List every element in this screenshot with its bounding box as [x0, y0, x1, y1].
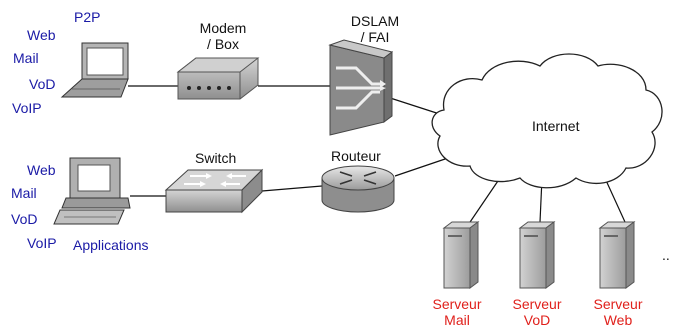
label-dslam-line1: DSLAM	[350, 13, 400, 29]
label-server-web: Serveur Web	[585, 296, 651, 328]
router-icon	[321, 165, 395, 213]
server-vod-icon	[518, 221, 556, 289]
laptop-icon	[60, 42, 129, 98]
label-switch: Switch	[195, 150, 237, 166]
label-desktop-mail: Mail	[11, 185, 37, 201]
label-server-vod: Serveur VoD	[504, 296, 570, 328]
label-server-mail-line1: Serveur	[432, 296, 482, 312]
internet-cloud	[431, 53, 663, 189]
label-laptop-mail: Mail	[13, 50, 39, 66]
label-dslam: DSLAM / FAI	[340, 13, 410, 45]
link-router-internet	[394, 157, 449, 177]
label-server-web-line2: Web	[603, 312, 633, 328]
desktop-computer-icon	[53, 157, 131, 225]
dslam-icon	[328, 39, 394, 136]
label-server-vod-line1: Serveur	[512, 296, 562, 312]
link-switch-router	[261, 185, 323, 192]
server-mail-icon	[442, 221, 480, 289]
label-router: Routeur	[331, 148, 381, 164]
label-desktop-voip: VoIP	[27, 235, 57, 251]
link-internet-server-web	[603, 175, 626, 223]
label-internet: Internet	[532, 118, 580, 134]
label-applications: Applications	[73, 237, 149, 253]
label-dslam-line2: / FAI	[360, 29, 390, 45]
label-server-mail: Serveur Mail	[424, 296, 490, 328]
label-laptop-vod: VoD	[29, 76, 56, 92]
label-ellipsis: ..	[662, 247, 670, 263]
label-laptop-web: Web	[27, 27, 56, 43]
label-modem: Modem / Box	[188, 20, 258, 52]
label-laptop-voip: VoIP	[12, 100, 42, 116]
modem-icon	[176, 57, 260, 100]
link-internet-server-mail	[465, 174, 503, 229]
label-desktop-web: Web	[27, 162, 56, 178]
server-web-icon	[598, 221, 636, 289]
label-p2p: P2P	[74, 9, 101, 25]
connection-lines	[128, 85, 626, 229]
label-desktop-vod: VoD	[11, 211, 38, 227]
label-modem-line2: / Box	[207, 36, 239, 52]
label-server-web-line1: Serveur	[593, 296, 643, 312]
label-modem-line1: Modem	[199, 20, 247, 36]
switch-icon	[164, 168, 264, 214]
label-server-vod-line2: VoD	[523, 312, 551, 328]
label-server-mail-line2: Mail	[444, 312, 470, 328]
